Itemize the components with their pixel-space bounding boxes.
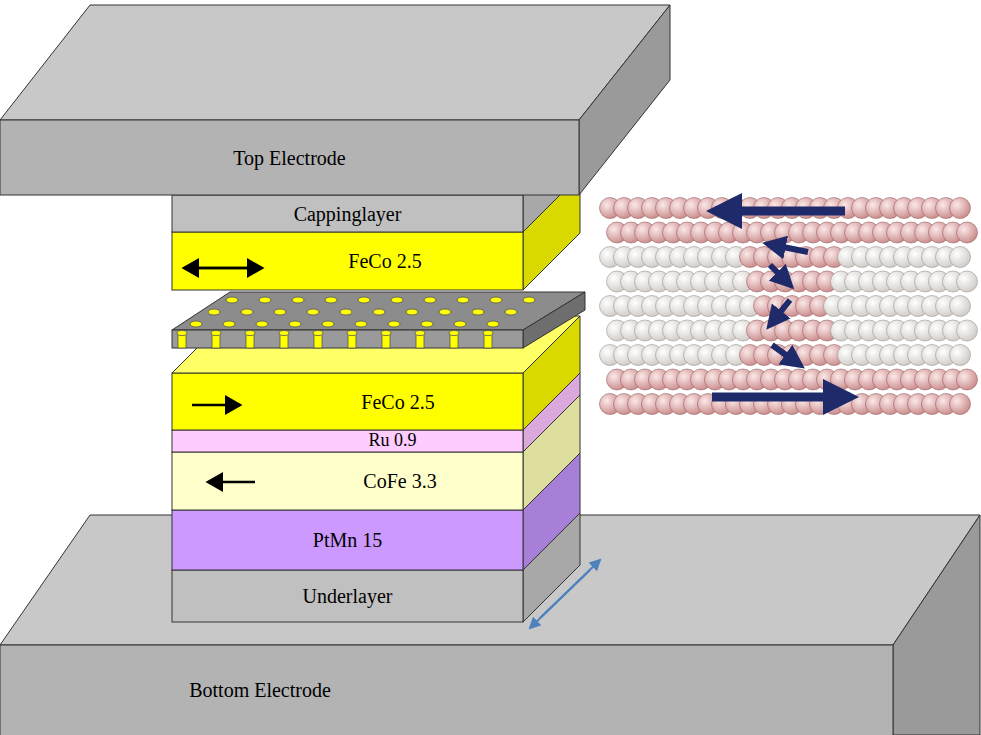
layer-label: Bottom Electrode — [189, 679, 331, 701]
pinhole — [457, 297, 469, 303]
pinned-layer: CoFe 3.3 — [280, 452, 520, 510]
pinhole — [472, 309, 484, 315]
pinhole — [439, 309, 451, 315]
pinhole — [241, 309, 253, 315]
pinhole — [523, 297, 535, 303]
pinhole — [190, 321, 202, 327]
pinhole — [259, 297, 271, 303]
pinhole — [449, 331, 459, 336]
pinhole — [223, 321, 235, 327]
ferromagnetic-layer: FeCo 2.5 — [280, 373, 516, 430]
electrode-layer: Top Electrode — [0, 120, 579, 195]
layer-label: PtMn 15 — [313, 529, 382, 551]
pinhole — [505, 309, 517, 315]
atom — [957, 369, 978, 390]
pinhole — [487, 321, 499, 327]
layer-label: Underlayer — [303, 585, 393, 607]
electrode-layer: Bottom Electrode — [0, 645, 520, 735]
pinhole — [292, 297, 304, 303]
pinhole — [424, 297, 436, 303]
pinhole — [355, 321, 367, 327]
pinhole — [454, 321, 466, 327]
pinhole — [256, 321, 268, 327]
layer-label: Ru 0.9 — [368, 431, 416, 451]
pinhole — [373, 309, 385, 315]
layer-label: CoFe 3.3 — [363, 470, 436, 492]
pinhole — [381, 331, 391, 336]
pinhole — [415, 331, 425, 336]
pinhole — [245, 331, 255, 336]
atom — [950, 247, 971, 268]
atom — [957, 271, 978, 292]
pinhole — [391, 297, 403, 303]
layer-label: FeCo 2.5 — [361, 391, 434, 413]
capping-layer: Cappinglayer — [172, 195, 523, 232]
atom — [950, 345, 971, 366]
underlayer: Underlayer — [172, 570, 523, 622]
pinhole — [388, 321, 400, 327]
atom — [957, 320, 978, 341]
pinhole — [483, 331, 493, 336]
layer-label: FeCo 2.5 — [348, 250, 421, 272]
atom — [950, 198, 971, 219]
atom — [950, 394, 971, 415]
pinhole — [340, 309, 352, 315]
spacer-layer: Ru 0.9 — [290, 430, 495, 452]
pinhole — [177, 331, 187, 336]
pinhole — [274, 309, 286, 315]
pinhole — [406, 309, 418, 315]
pinhole — [226, 297, 238, 303]
pinhole — [322, 321, 334, 327]
pinhole — [490, 297, 502, 303]
layer-label: Top Electrode — [233, 147, 345, 169]
atom — [957, 222, 978, 243]
pinhole — [211, 331, 221, 336]
pinhole — [325, 297, 337, 303]
pinhole — [289, 321, 301, 327]
ferromagnetic-layer: FeCo 2.5 — [272, 232, 498, 290]
pinhole — [347, 331, 357, 336]
atom — [950, 296, 971, 317]
pinhole — [307, 309, 319, 315]
pinhole — [208, 309, 220, 315]
pinhole — [421, 321, 433, 327]
antiferromagnet-layer: PtMn 15 — [172, 510, 523, 570]
pinhole — [358, 297, 370, 303]
layer-label: Cappinglayer — [294, 203, 402, 225]
pinhole — [279, 331, 289, 336]
pinhole — [313, 331, 323, 336]
